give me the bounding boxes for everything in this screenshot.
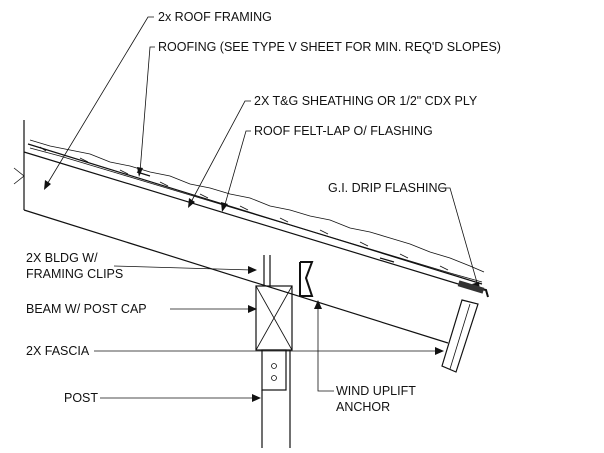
bolt-1 [271, 363, 277, 369]
label-bldg-line1: 2X BLDG W/ [26, 251, 98, 265]
label-roofing: ROOFING (SEE TYPE V SHEET FOR MIN. REQ'D… [158, 40, 501, 54]
leader-bldg [113, 265, 253, 271]
roofing-layer [29, 139, 485, 273]
sheathing-texture [39, 146, 449, 271]
leader-sheathing [189, 100, 251, 205]
beam-cross-2 [255, 285, 293, 351]
label-post: POST [64, 391, 98, 405]
rafter-bottom [23, 209, 449, 344]
wall-left [13, 120, 25, 210]
arrow-beam [248, 305, 257, 313]
arrow-roof-framing [44, 180, 51, 190]
leader-lines [44, 16, 480, 402]
post-beam-assembly [255, 255, 314, 448]
leader-drip-flashing [440, 187, 479, 287]
label-beam: BEAM W/ POST CAP [26, 302, 147, 316]
leader-roof-felt [223, 130, 251, 209]
wind-uplift-anchor [299, 261, 314, 297]
sheathing-top [27, 143, 483, 285]
leader-roof-framing [45, 16, 154, 187]
shingle-step-2 [379, 257, 395, 263]
arrow-fascia [435, 347, 444, 355]
label-sheathing: 2X T&G SHEATHING OR 1/2" CDX PLY [254, 94, 478, 108]
wall-break-mark [13, 167, 25, 185]
arrow-anchor [314, 300, 322, 309]
label-bldg-line2: FRAMING CLIPS [26, 267, 123, 281]
fascia-grain [449, 303, 471, 370]
label-roof-framing: 2x ROOF FRAMING [158, 10, 272, 24]
rafter-top [23, 151, 479, 291]
drip-flashing-fill [457, 280, 485, 294]
fascia-board [441, 299, 479, 373]
label-anchor-line2: ANCHOR [336, 400, 390, 414]
label-fascia: 2X FASCIA [26, 344, 90, 358]
arrow-post [252, 394, 261, 402]
roof-assembly [23, 139, 489, 344]
bolt-2 [271, 375, 277, 381]
shingle-step [136, 171, 151, 177]
post-cap [261, 349, 287, 391]
leader-anchor [317, 305, 334, 392]
arrow-bldg [248, 266, 257, 274]
label-roof-felt: ROOF FELT-LAP O/ FLASHING [254, 124, 433, 138]
fascia-outline [441, 299, 479, 373]
label-anchor-line1: WIND UPLIFT [336, 384, 416, 398]
leader-roofing [139, 46, 155, 173]
label-drip-flashing: G.I. DRIP FLASHING [328, 181, 447, 195]
roof-felt-layer [29, 147, 483, 283]
